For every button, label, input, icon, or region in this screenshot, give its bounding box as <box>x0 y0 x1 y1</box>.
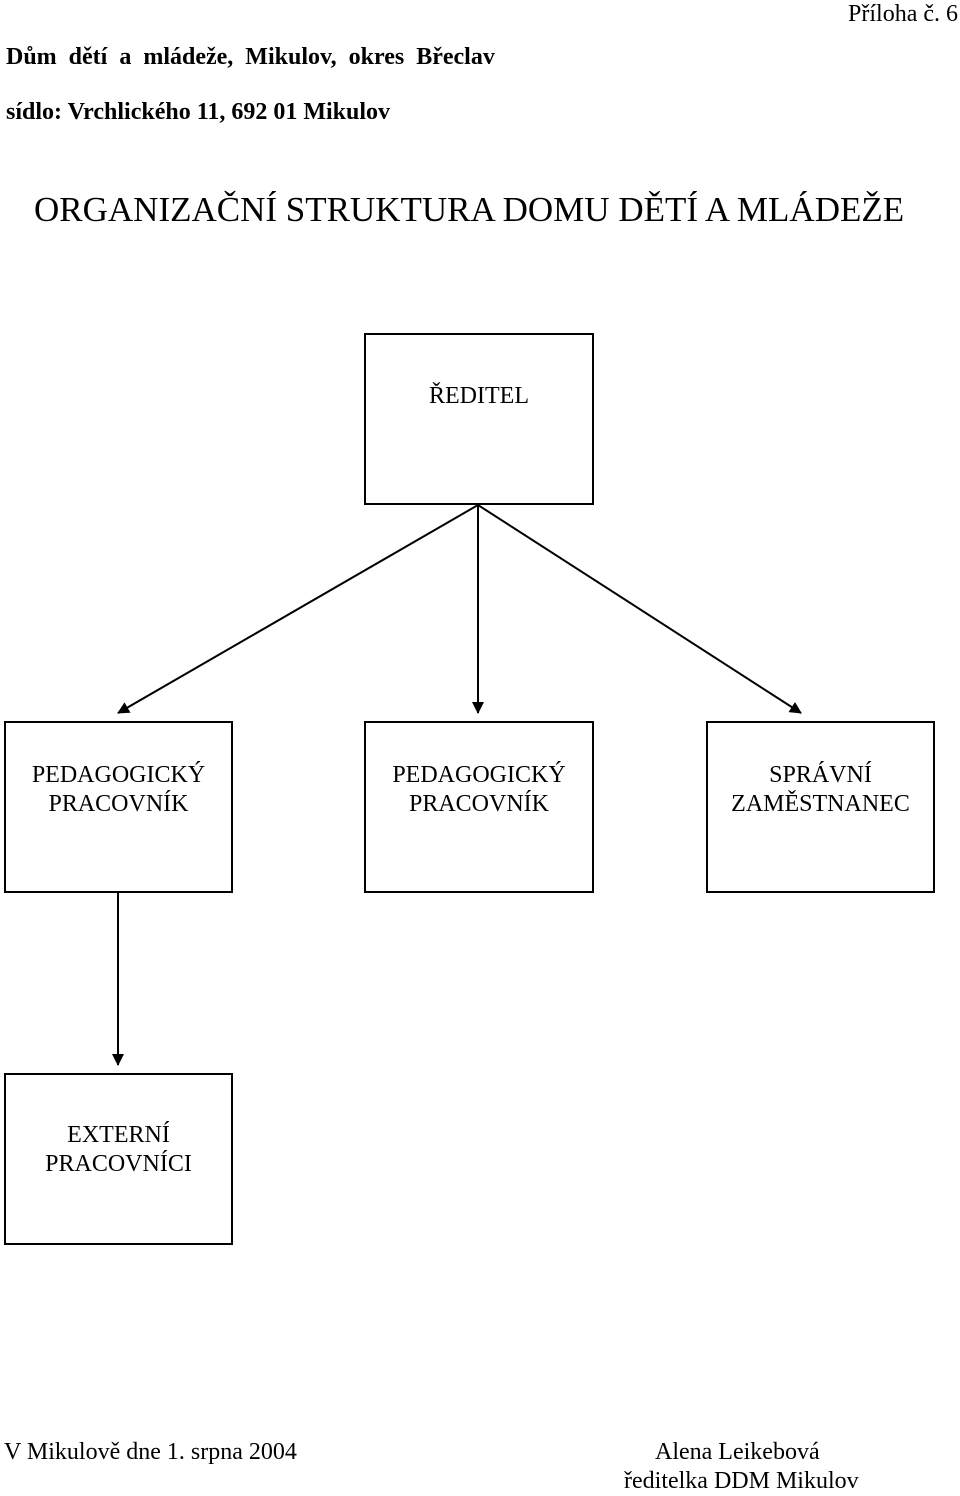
node-label-line1: PEDAGOGICKÝ <box>392 762 566 788</box>
node-label-line1: SPRÁVNÍ <box>769 762 872 788</box>
node-director-label: ŘEDITEL <box>429 383 529 409</box>
page-title: ORGANIZAČNÍ STRUKTURA DOMU DĚTÍ A MLÁDEŽ… <box>34 190 905 229</box>
footer-place-date: V Mikulově dne 1. srpna 2004 <box>4 1439 297 1465</box>
organization-address: sídlo: Vrchlického 11, 692 01 Mikulov <box>6 99 391 125</box>
node-label-line2: PRACOVNÍK <box>48 791 189 817</box>
node-label-line1: EXTERNÍ <box>67 1122 170 1148</box>
node-director: ŘEDITEL <box>364 333 594 505</box>
node-label-line1: PEDAGOGICKÝ <box>31 762 206 788</box>
edge-director-admin <box>477 504 802 714</box>
node-label-line2: PRACOVNÍCI <box>45 1151 192 1177</box>
node-pedagogical-worker-2: PEDAGOGICKÝ PRACOVNÍK <box>364 721 594 893</box>
node-external-workers: EXTERNÍ PRACOVNÍCI <box>4 1073 233 1245</box>
node-label-line2: ZAMĚSTNANEC <box>731 791 910 817</box>
attachment-label: Příloha č. 6 <box>848 1 958 27</box>
node-administrative-employee: SPRÁVNÍ ZAMĚSTNANEC <box>706 721 935 893</box>
node-label-line2: PRACOVNÍK <box>408 791 549 817</box>
signer-name: Alena Leikebová <box>655 1439 820 1465</box>
node-pedagogical-worker-1: PEDAGOGICKÝ PRACOVNÍK <box>4 721 233 893</box>
signer-role: ředitelka DDM Mikulov <box>624 1468 859 1494</box>
edge-director-ped1 <box>117 504 479 714</box>
organization-name: Dům dětí a mládeže, Mikulov, okres Břecl… <box>6 44 495 70</box>
